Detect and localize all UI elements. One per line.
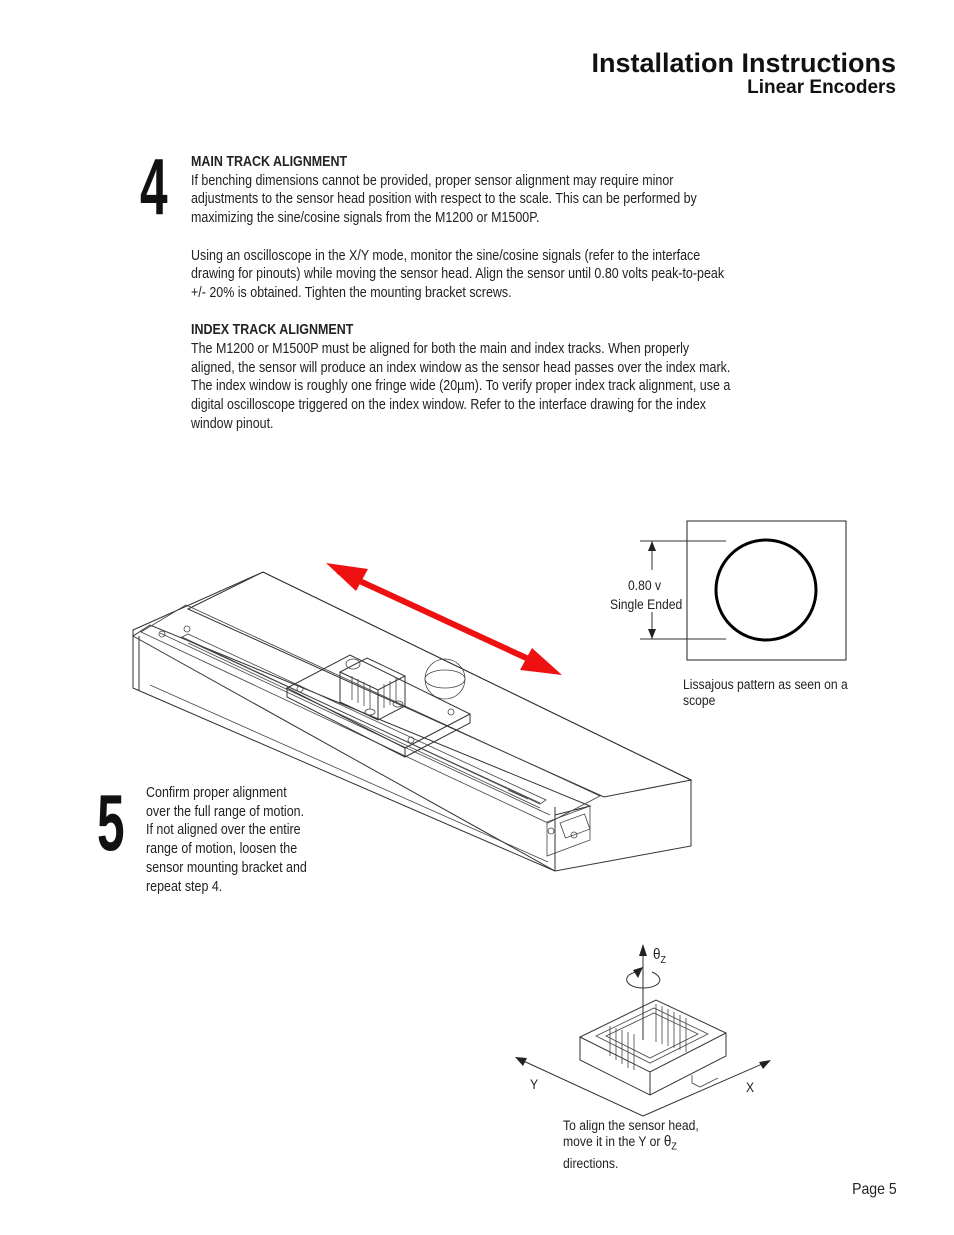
page-header: Installation Instructions Linear Encoder… [591,48,896,98]
rotation-arrow-icon [626,971,661,989]
scope-voltage-label: 0.80 v [628,578,662,593]
x-axis-label: X [746,1080,755,1095]
index-track-paragraph: The M1200 or M1500P must be aligned for … [191,341,731,432]
step-4-content: MAIN TRACK ALIGNMENT If benching dimensi… [191,153,736,434]
scope-mode-label: Single Ended [610,597,683,612]
main-track-paragraph-1: If benching dimensions cannot be provide… [191,172,697,227]
main-track-heading: MAIN TRACK ALIGNMENT [191,154,348,170]
y-axis-label: Y [530,1077,539,1092]
scope-caption: Lissajous pattern as seen on a scope [683,677,848,708]
lissajous-circle [714,538,818,642]
main-track-paragraph-2: Using an oscilloscope in the X/Y mode, m… [191,247,725,301]
theta-z-label: θZ [653,946,667,967]
page-title: Installation Instructions [591,48,896,78]
scope-screen [686,520,847,661]
index-track-heading: INDEX TRACK ALIGNMENT [191,322,354,339]
sensor-head-drawing [578,999,728,1096]
motion-arrow [326,563,562,675]
page-subtitle: Linear Encoders [747,77,896,98]
y-axis [516,1057,644,1117]
step-5-number: 5 [97,778,125,867]
step-5-text: Confirm proper alignment over the full r… [146,785,307,895]
axes-caption: To align the sensor head, move it in the… [563,1118,699,1171]
step-4-number: 4 [140,142,168,231]
page-number: Page 5 [852,1181,897,1198]
x-axis [642,1060,770,1117]
